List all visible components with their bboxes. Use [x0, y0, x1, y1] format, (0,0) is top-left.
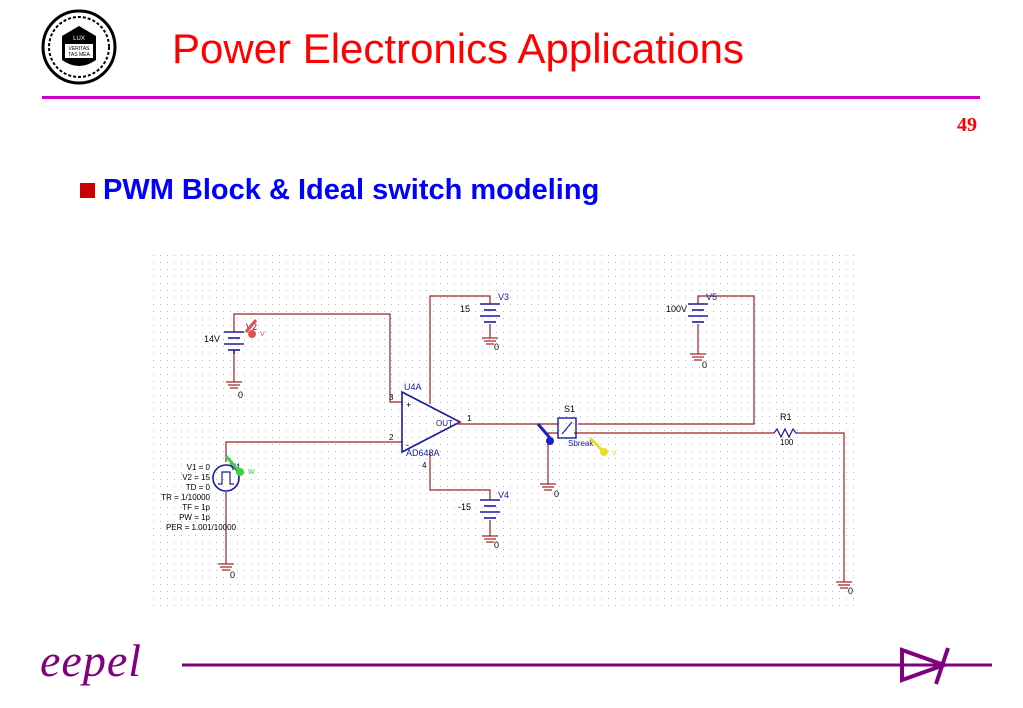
opamp-pin3: 3: [389, 393, 394, 402]
opamp-pin1: 1: [467, 414, 472, 423]
bullet-square-icon: [80, 183, 95, 198]
v3-value: 15: [460, 304, 470, 314]
probe-s1-label: V: [612, 450, 617, 457]
v1-ground-label: 0: [230, 570, 235, 580]
resistor-r1-symbol: [773, 427, 798, 439]
v1-param-7: PER = 1.001/10000: [166, 523, 237, 532]
v1-param-2: V2 = 15: [182, 473, 210, 482]
title-divider: [42, 96, 980, 99]
switch-name: S1: [564, 404, 575, 414]
switch-s1-symbol: [557, 417, 577, 439]
r1-ground-label: 0: [848, 586, 853, 596]
probe-v1: W: [224, 455, 255, 476]
opamp-out-label: OUT: [436, 419, 453, 428]
v4-name: V4: [498, 490, 509, 500]
pwm-switch-schematic: U4A AD648A OUT + - 1 2 3 4 S1 Sbreak R1 …: [150, 252, 858, 612]
logo-text-2: LUX: [73, 36, 85, 42]
v2-ground-label: 0: [238, 390, 243, 400]
footer-brand: eepel: [40, 635, 143, 686]
footer-diode-line: [182, 647, 992, 685]
switch-model: Sbreak: [568, 439, 594, 448]
v5-name: V5: [706, 292, 717, 302]
v1-param-5: TF = 1p: [182, 503, 210, 512]
v4-ground-label: 0: [494, 540, 499, 550]
footer: eepel: [30, 636, 995, 696]
ground-symbols: [218, 337, 852, 589]
pulse-source-v1: [212, 464, 240, 492]
s1-ground-label: 0: [554, 489, 559, 499]
v1-param-6: PW = 1p: [179, 513, 210, 522]
opamp-minus: -: [406, 440, 409, 450]
probe-s1: V: [588, 436, 617, 457]
probe-v2: V: [244, 319, 265, 338]
logo-text-3: TAS MEA: [68, 52, 90, 58]
opamp-part: AD648A: [406, 448, 440, 458]
schematic-grid: [150, 252, 858, 612]
v5-value: 100V: [666, 304, 687, 314]
opamp-plus: +: [406, 400, 411, 410]
probe-s1-left: [536, 423, 554, 445]
v3-ground-label: 0: [494, 342, 499, 352]
probe-v1-label: W: [248, 469, 255, 476]
opamp-pin2: 2: [389, 433, 394, 442]
bullet-item: PWM Block & Ideal switch modeling: [80, 174, 599, 207]
v3-name: V3: [498, 292, 509, 302]
wires: [225, 295, 845, 582]
v2-value: 14V: [204, 334, 220, 344]
probe-v2-label: V: [260, 331, 265, 338]
slide-title: Power Electronics Applications: [172, 25, 744, 72]
v4-value: -15: [458, 502, 471, 512]
resistor-name: R1: [780, 412, 792, 422]
opamp-pin4: 4: [422, 461, 427, 470]
v1-param-1: V1 = 0: [187, 463, 211, 472]
ground-labels: 0 0 0 0 0 0 0: [230, 342, 853, 596]
battery-symbols: [224, 303, 708, 519]
opamp-name: U4A: [404, 382, 422, 392]
resistor-value: 100: [780, 438, 794, 447]
v1-param-4: TR = 1/10000: [161, 493, 210, 502]
logo-text-1: VERITAS: [68, 46, 90, 52]
diode-icon: [900, 647, 950, 683]
university-emblem-logo: VERITAS TAS MEA LUX: [41, 9, 117, 85]
v1-params: V1 = 0 V2 = 15 TD = 0 TR = 1/10000 TF = …: [161, 463, 236, 532]
page-number: 49: [957, 114, 977, 136]
bullet-text: PWM Block & Ideal switch modeling: [103, 174, 600, 206]
v5-ground-label: 0: [702, 360, 707, 370]
v1-param-3: TD = 0: [186, 483, 211, 492]
opamp-symbol: [401, 390, 462, 454]
